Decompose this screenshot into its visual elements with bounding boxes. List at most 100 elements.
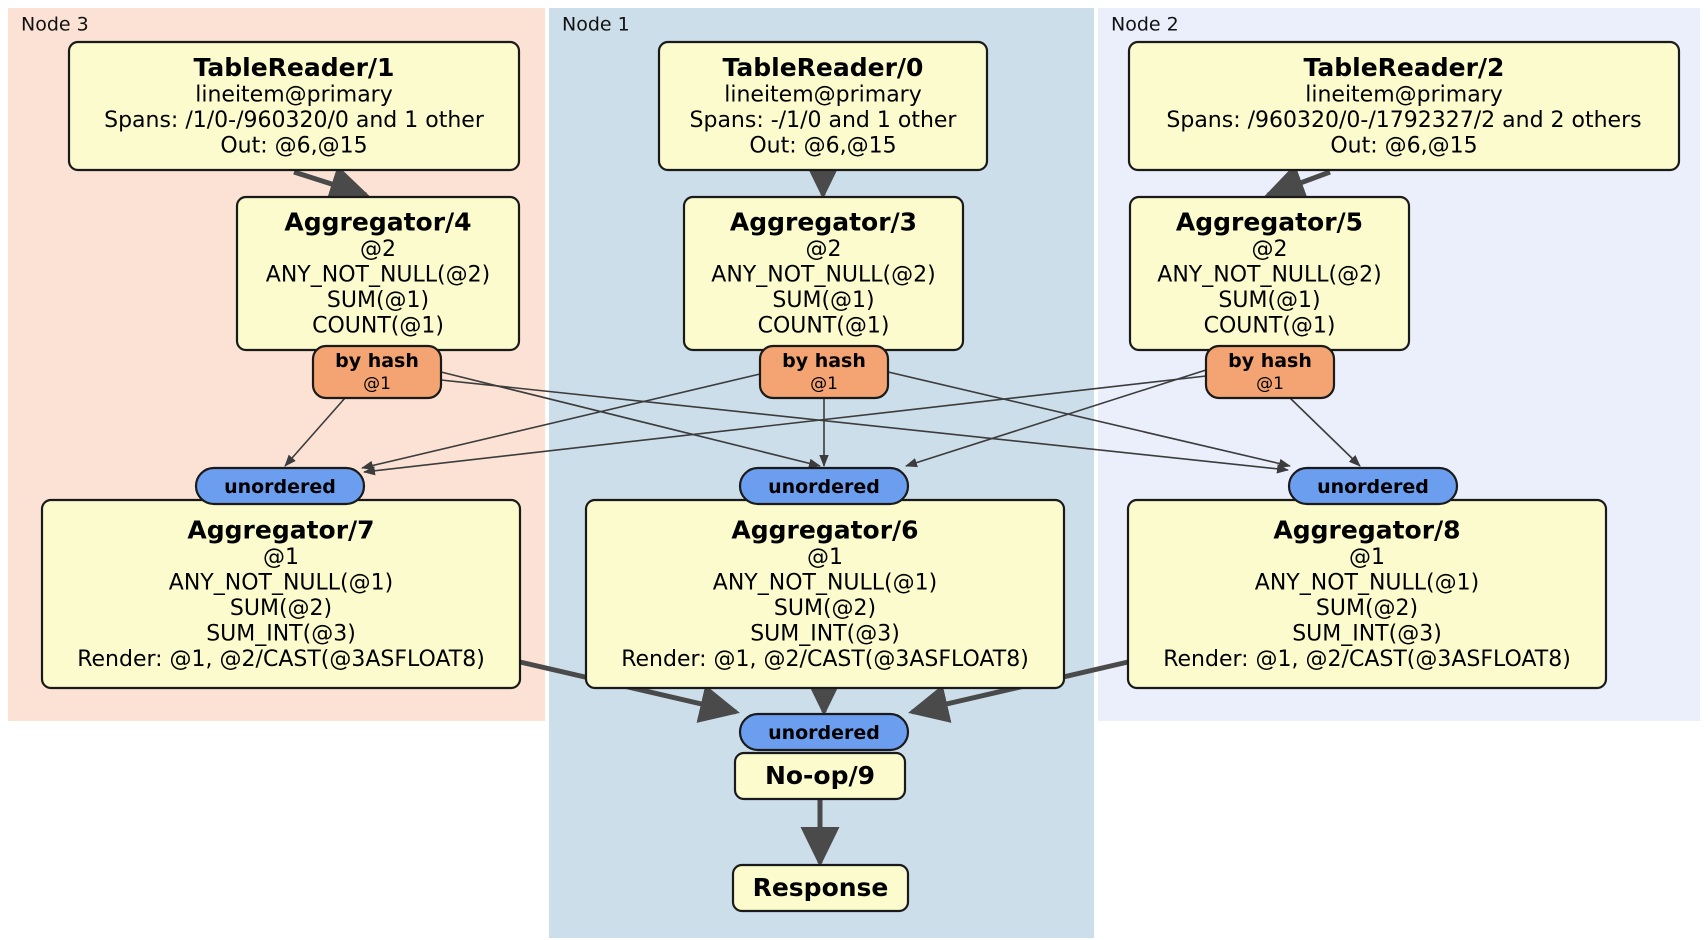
processor-detail-line: COUNT(@1) bbox=[1204, 314, 1336, 339]
collector-label: unordered bbox=[1317, 476, 1429, 498]
collector-badge-background bbox=[738, 466, 910, 506]
processor-detail-line: ANY_NOT_NULL(@2) bbox=[711, 263, 935, 288]
processor-title: Aggregator/8 bbox=[1273, 515, 1460, 544]
processor-detail-line: SUM_INT(@3) bbox=[1292, 621, 1442, 646]
processor-detail-line: Render: @1, @2/CAST(@3ASFLOAT8) bbox=[621, 647, 1029, 672]
collector-badge-background bbox=[194, 466, 366, 506]
router-label: by hash bbox=[782, 350, 866, 372]
collector-label: unordered bbox=[224, 476, 336, 498]
processor-aggregator3[interactable]: Aggregator/3@2ANY_NOT_NULL(@2)SUM(@1)COU… bbox=[682, 195, 965, 352]
processor-detail-line: @1 bbox=[807, 545, 843, 570]
collector-collector9[interactable]: unordered bbox=[738, 712, 910, 752]
router-badge-background bbox=[1204, 344, 1336, 400]
processor-detail-line: @1 bbox=[1349, 545, 1385, 570]
router-label: by hash bbox=[1228, 350, 1312, 372]
processor-aggregator8[interactable]: Aggregator/8@1ANY_NOT_NULL(@1)SUM(@2)SUM… bbox=[1126, 498, 1608, 690]
processor-detail-line: ANY_NOT_NULL(@1) bbox=[713, 570, 937, 595]
collector-collector7[interactable]: unordered bbox=[194, 466, 366, 506]
edge-router5-to-collector6 bbox=[905, 369, 1207, 468]
router-column: @1 bbox=[363, 374, 391, 394]
router-label: by hash bbox=[335, 350, 419, 372]
processor-box-outline bbox=[733, 751, 907, 801]
processor-detail-line: COUNT(@1) bbox=[758, 314, 890, 339]
node-panel-label: Node 3 bbox=[21, 14, 89, 36]
processor-detail-line: SUM(@2) bbox=[230, 596, 332, 621]
processor-detail-line: Spans: -/1/0 and 1 other bbox=[690, 108, 958, 133]
edge-router4-to-collector7 bbox=[284, 397, 346, 467]
processor-detail-line: Out: @6,@15 bbox=[220, 133, 367, 158]
processor-box-outline bbox=[731, 863, 910, 913]
collector-badge-background bbox=[1287, 466, 1459, 506]
edge-router3-to-collector7 bbox=[361, 373, 761, 471]
processor-detail-line: @1 bbox=[263, 545, 299, 570]
processor-detail-line: lineitem@primary bbox=[1305, 82, 1503, 107]
processor-title: No-op/9 bbox=[765, 761, 875, 790]
collector-label: unordered bbox=[768, 722, 880, 744]
processor-detail-line: @2 bbox=[360, 237, 396, 262]
collector-collector8[interactable]: unordered bbox=[1287, 466, 1459, 506]
router-column: @1 bbox=[810, 374, 838, 394]
processor-box-outline bbox=[67, 40, 521, 172]
router-badge-background bbox=[758, 344, 890, 400]
processor-detail-line: @2 bbox=[1252, 237, 1288, 262]
collector-badge-background bbox=[738, 712, 910, 752]
processor-detail-line: Spans: /960320/0-/1792327/2 and 2 others bbox=[1166, 108, 1641, 133]
processor-title: Aggregator/6 bbox=[731, 515, 918, 544]
processor-detail-line: ANY_NOT_NULL(@1) bbox=[1255, 570, 1479, 595]
processor-box-outline bbox=[1127, 40, 1681, 172]
edge-tablereader1-to-aggregator4 bbox=[293, 165, 370, 203]
processor-aggregator5[interactable]: Aggregator/5@2ANY_NOT_NULL(@2)SUM(@1)COU… bbox=[1128, 195, 1411, 352]
processor-detail-line: ANY_NOT_NULL(@1) bbox=[169, 570, 393, 595]
processor-detail-line: lineitem@primary bbox=[724, 82, 922, 107]
processor-detail-line: Render: @1, @2/CAST(@3ASFLOAT8) bbox=[77, 647, 485, 672]
collector-collector6[interactable]: unordered bbox=[738, 466, 910, 506]
router-router3[interactable]: by hash@1 bbox=[758, 344, 890, 400]
processor-detail-line: SUM_INT(@3) bbox=[206, 621, 356, 646]
edge-router5-to-collector8 bbox=[1289, 397, 1361, 467]
router-router4[interactable]: by hash@1 bbox=[311, 344, 443, 400]
processor-aggregator7[interactable]: Aggregator/7@1ANY_NOT_NULL(@1)SUM(@2)SUM… bbox=[40, 498, 522, 690]
collectors-layer: unordered unordered unordered unordered bbox=[194, 466, 1459, 752]
processor-title: Aggregator/3 bbox=[730, 208, 917, 237]
processor-detail-line: SUM(@1) bbox=[772, 288, 874, 313]
processor-detail-line: Out: @6,@15 bbox=[749, 133, 896, 158]
processor-detail-line: Spans: /1/0-/960320/0 and 1 other bbox=[104, 108, 485, 133]
router-column: @1 bbox=[1256, 374, 1284, 394]
processor-detail-line: SUM(@2) bbox=[1316, 596, 1418, 621]
processor-aggregator4[interactable]: Aggregator/4@2ANY_NOT_NULL(@2)SUM(@1)COU… bbox=[235, 195, 521, 352]
processor-detail-line: SUM_INT(@3) bbox=[750, 621, 900, 646]
processor-title: Aggregator/7 bbox=[187, 515, 374, 544]
processor-detail-line: Render: @1, @2/CAST(@3ASFLOAT8) bbox=[1163, 647, 1571, 672]
processor-title: TableReader/0 bbox=[723, 53, 924, 82]
router-badge-background bbox=[311, 344, 443, 400]
edge-router4-to-collector8 bbox=[440, 379, 1289, 474]
processor-noop9[interactable]: No-op/9 bbox=[733, 751, 907, 801]
processor-detail-line: ANY_NOT_NULL(@2) bbox=[266, 263, 490, 288]
processor-title: Response bbox=[753, 873, 889, 902]
edge-router3-to-collector8 bbox=[887, 371, 1291, 469]
processor-title: TableReader/1 bbox=[194, 53, 395, 82]
processor-response[interactable]: Response bbox=[731, 863, 910, 913]
edge-tablereader2-to-aggregator5 bbox=[1264, 164, 1331, 201]
node-panel-label: Node 1 bbox=[562, 14, 630, 36]
processor-box-outline bbox=[657, 40, 989, 172]
processor-title: Aggregator/4 bbox=[284, 208, 471, 237]
router-router5[interactable]: by hash@1 bbox=[1204, 344, 1336, 400]
processor-detail-line: SUM(@2) bbox=[774, 596, 876, 621]
processor-detail-line: COUNT(@1) bbox=[312, 314, 444, 339]
edge-router5-to-collector7 bbox=[363, 375, 1207, 476]
processor-title: TableReader/2 bbox=[1304, 53, 1505, 82]
processor-detail-line: ANY_NOT_NULL(@2) bbox=[1157, 263, 1381, 288]
node-panel-label: Node 2 bbox=[1111, 14, 1179, 36]
processor-detail-line: SUM(@1) bbox=[1218, 288, 1320, 313]
processor-detail-line: lineitem@primary bbox=[195, 82, 393, 107]
routers-layer: by hash@1by hash@1by hash@1 bbox=[311, 344, 1336, 400]
processor-aggregator6[interactable]: Aggregator/6@1ANY_NOT_NULL(@1)SUM(@2)SUM… bbox=[584, 498, 1066, 690]
processor-detail-line: Out: @6,@15 bbox=[1330, 133, 1477, 158]
edge-router4-to-collector6 bbox=[440, 371, 821, 468]
